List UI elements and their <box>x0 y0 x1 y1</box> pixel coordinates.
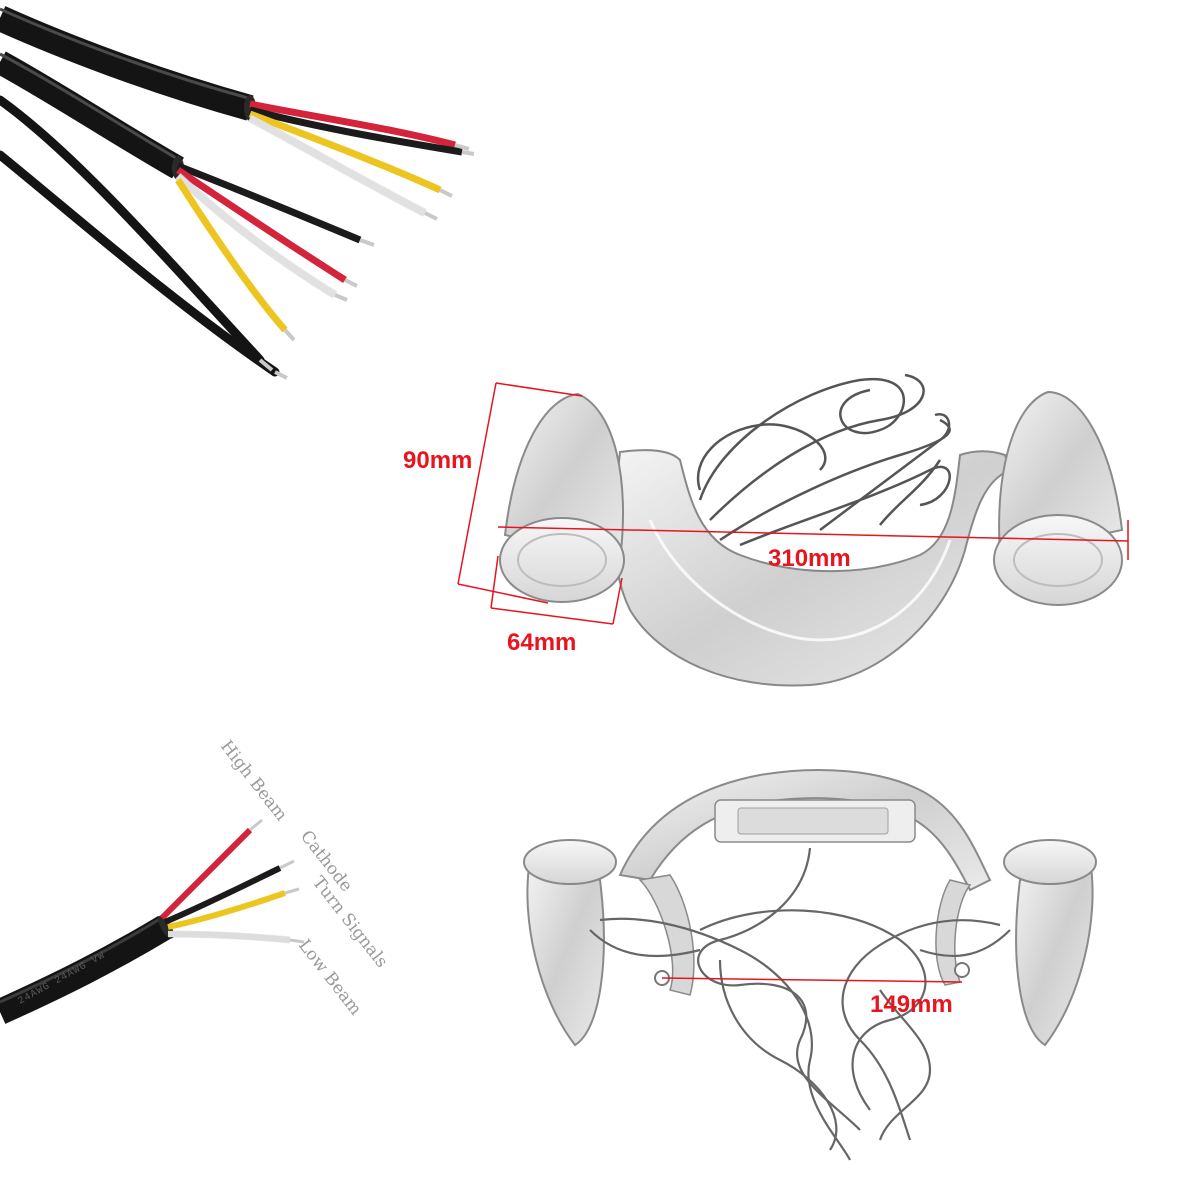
lens-dimension: 64mm <box>507 629 576 656</box>
wire-label-high-beam: High Beam <box>216 737 291 825</box>
wire-label-low-beam: Low Beam <box>294 936 365 1019</box>
light-bar-front-icon <box>499 373 1124 687</box>
dimension-lines-front <box>457 382 1129 625</box>
mount-dimension: 149mm <box>870 991 953 1018</box>
height-dimension: 90mm <box>403 447 472 474</box>
width-dimension: 310mm <box>768 545 851 572</box>
light-bar-back-icon <box>523 769 1097 1161</box>
wire-legend-cable-icon: 24AWG 24AWG VW <box>0 818 305 1024</box>
cable-icon <box>0 6 475 380</box>
mount-dimension-line <box>661 977 963 983</box>
